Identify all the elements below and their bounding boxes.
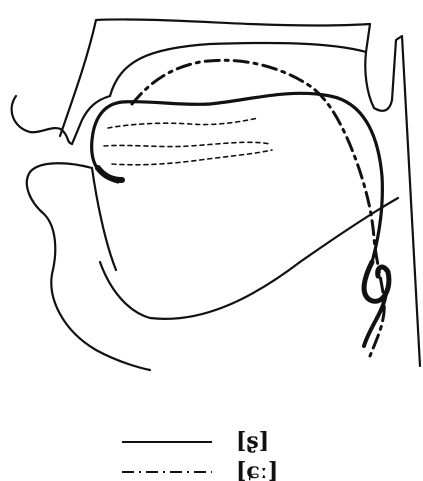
legend: [ʂ] [ɕː] (122, 428, 278, 481)
lower-jaw-outline (27, 163, 398, 370)
legend-item-dashdot: [ɕː] (122, 458, 278, 481)
tongue-solid-tip (98, 168, 122, 180)
lower-lip-outline (27, 163, 150, 370)
upper-lip-outline (12, 96, 72, 144)
sublingual-upper-trace (108, 118, 258, 128)
anatomy-outline (12, 19, 420, 366)
legend-item-solid: [ʂ] (122, 428, 269, 454)
legend-label-solid: [ʂ] (236, 428, 269, 454)
sublingual-traces (104, 118, 272, 165)
legend-label-dashdot: [ɕː] (236, 458, 278, 481)
tongue-floor-line (100, 198, 398, 319)
lower-teeth-outline (92, 168, 116, 270)
sublingual-lower-trace (112, 150, 272, 165)
sublingual-mid-trace (104, 142, 270, 146)
